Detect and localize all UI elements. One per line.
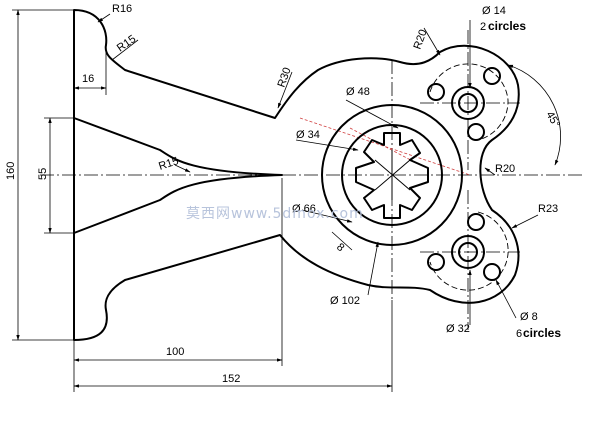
lower-large-hole [451, 235, 485, 269]
red-construction-line-2 [349, 127, 421, 166]
label-d14: Ø 14 [482, 5, 506, 17]
label-152: 152 [222, 373, 240, 385]
lower-small-hole-right [483, 263, 501, 281]
lower-large-hole-inner [458, 242, 478, 262]
leader-r20-top [423, 27, 441, 56]
label-r20-top: R20 [412, 28, 430, 51]
dim-8-key [331, 231, 353, 251]
upper-large-hole-inner [458, 93, 478, 113]
label-45: 45° [543, 110, 562, 130]
label-160: 160 [5, 162, 17, 180]
upper-small-hole-bottom [467, 123, 485, 141]
label-r16: R16 [112, 3, 132, 15]
hub-center-hatch [374, 150, 411, 200]
label-16: 16 [82, 73, 94, 85]
leader-r30 [277, 71, 293, 109]
lower-small-hole-top [467, 213, 485, 231]
dim-45-arc [507, 64, 561, 166]
label-r23: R23 [538, 203, 558, 215]
left-v-notch [73, 117, 283, 234]
label-d8-count: 6 [516, 328, 522, 340]
leader-r20-mid [484, 167, 496, 176]
leader-d8 [495, 279, 517, 319]
dimension-labels: R16 R15 16 R30 R20 Ø 14 2 circles Ø 48 Ø… [5, 3, 562, 385]
leader-d34 [295, 139, 359, 151]
splined-bore [355, 132, 429, 219]
lower-lobe [427, 213, 501, 281]
dimension-lines [12, 9, 561, 392]
part-outline [73, 9, 520, 341]
central-hub [321, 104, 463, 246]
upper-small-hole-right [483, 67, 501, 85]
label-100: 100 [166, 346, 184, 358]
label-d48: Ø 48 [346, 86, 370, 98]
leader-r15-left [174, 164, 191, 173]
lower-small-hole-left [427, 253, 445, 271]
hub-outer-circle [321, 104, 463, 246]
leader-d102 [367, 241, 379, 296]
label-d14-count: 2 [480, 21, 486, 33]
upper-lobe [427, 67, 501, 141]
upper-small-hole-left [427, 83, 445, 101]
leader-d48 [345, 99, 399, 129]
label-r20-mid: R20 [495, 163, 515, 175]
upper-bolt-circle [429, 63, 509, 141]
red-construction-line [299, 117, 471, 176]
watermark: 莫西网www.5dmox.com [186, 206, 364, 222]
label-d8: Ø 8 [520, 311, 538, 323]
leader-r23 [511, 214, 539, 229]
label-d14-circles: circles [488, 19, 526, 33]
label-d32: Ø 32 [446, 323, 470, 335]
label-r15-top: R15 [115, 33, 138, 54]
leader-d66 [301, 209, 353, 223]
label-d8-circles: circles [523, 326, 561, 340]
label-d66: Ø 66 [292, 203, 316, 215]
label-r30: R30 [276, 66, 294, 89]
label-8-key: 8 [334, 241, 346, 254]
leader-r16 [97, 13, 111, 23]
label-d102: Ø 102 [330, 295, 360, 307]
label-55: 55 [37, 168, 49, 180]
label-r15-left: R15 [157, 155, 180, 173]
label-d34: Ø 34 [296, 129, 320, 141]
upper-large-hole [451, 86, 485, 120]
outer-contour [73, 9, 520, 341]
leader-r15-top [111, 39, 139, 61]
